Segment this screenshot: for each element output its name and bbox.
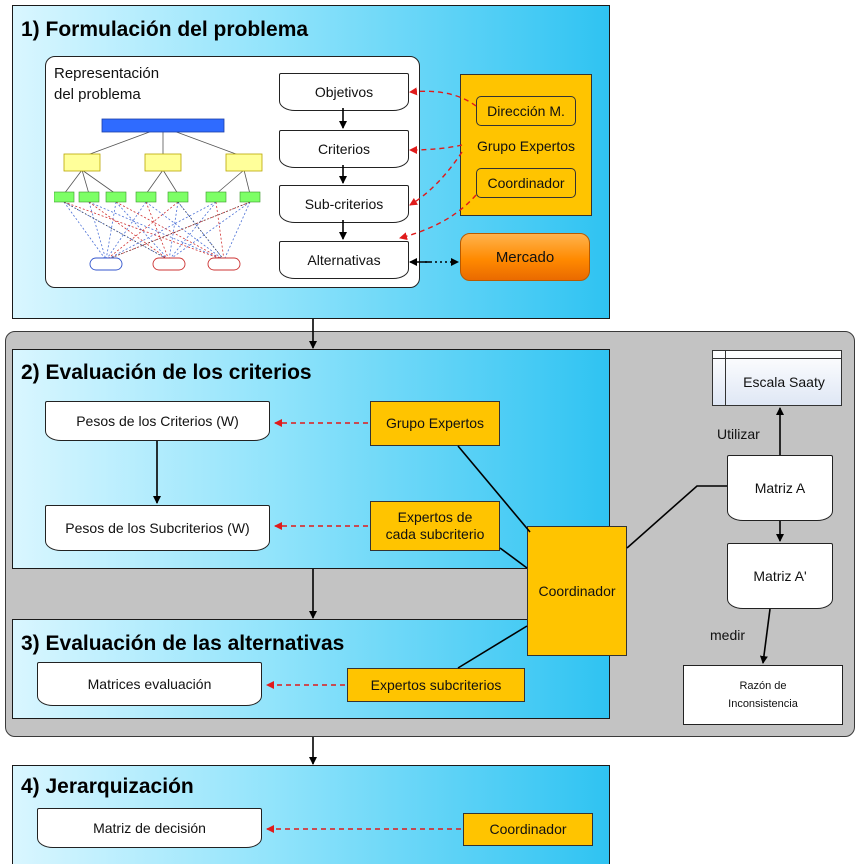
coordinator-actor-s4: Coordinador <box>463 813 593 846</box>
market-box: Mercado <box>460 233 590 281</box>
matrix-a-box: Matriz A <box>727 455 833 521</box>
measure-label: medir <box>710 627 746 643</box>
evaluation-matrices-box: Matrices evaluación <box>37 662 262 706</box>
subcriterion-experts-line1: Expertos de <box>397 509 473 526</box>
subcriteria-weights-box: Pesos de los Subcriterios (W) <box>45 505 270 551</box>
ratio-line2: Inconsistencia <box>728 698 798 710</box>
section-1-title: 1) Formulación del problema <box>21 18 309 41</box>
decision-matrix-box: Matriz de decisión <box>37 808 262 848</box>
section-2-title: 2) Evaluación de los criterios <box>21 361 312 384</box>
representation-label: Representación del problema <box>54 63 159 105</box>
representation-label-line2: del problema <box>54 86 141 103</box>
subcriterion-experts-line2: cada subcriterio <box>385 526 485 542</box>
matrix-a-prime-box: Matriz A' <box>727 543 833 609</box>
thumbnail-criterion-1 <box>63 153 101 172</box>
criteria-box: Criterios <box>279 130 409 168</box>
representation-label-line1: Representación <box>54 65 160 82</box>
expert-group-actor-s2: Grupo Expertos <box>370 401 500 446</box>
saaty-header-bar <box>713 351 841 359</box>
alternatives-box: Alternativas <box>279 241 409 279</box>
thumbnail-subcriterion-2 <box>78 191 100 203</box>
thumbnail-alternative-1 <box>89 257 123 271</box>
coordinator-actor-s1: Coordinador <box>476 168 576 198</box>
criteria-weights-box: Pesos de los Criterios (W) <box>45 401 270 441</box>
thumbnail-criterion-3 <box>225 153 263 172</box>
saaty-scale-box: Escala Saaty <box>712 350 842 406</box>
objectives-box: Objetivos <box>279 73 409 111</box>
hierarchy-thumbnail <box>54 118 263 271</box>
thumbnail-subcriterion-3 <box>105 191 127 203</box>
thumbnail-criterion-2 <box>144 153 182 172</box>
thumbnail-alternative-3 <box>207 257 241 271</box>
inconsistency-ratio-box: Razón de Inconsistencia <box>683 665 843 725</box>
saaty-scale-label: Escala Saaty <box>743 374 825 390</box>
thumbnail-subcriterion-5 <box>167 191 189 203</box>
ratio-line1: Razón de <box>739 680 787 692</box>
saaty-column-divider <box>725 351 726 405</box>
management-actor: Dirección M. <box>476 96 576 126</box>
section-3-title: 3) Evaluación de las alternativas <box>21 632 345 655</box>
thumbnail-subcriterion-7 <box>239 191 261 203</box>
subcriteria-box: Sub-criterios <box>279 185 409 223</box>
use-label: Utilizar <box>717 426 760 442</box>
thumbnail-alternative-2 <box>152 257 186 271</box>
problem-representation-box: Representación del problema Objetivos Cr… <box>45 56 420 288</box>
thumbnail-goal <box>101 118 225 133</box>
subcriterion-experts-actor: Expertos de cada subcriterio <box>370 501 500 551</box>
subcriteria-experts-actor-s3: Expertos subcriterios <box>347 668 525 702</box>
coordinator-actor: Coordinador <box>527 526 627 656</box>
thumbnail-subcriterion-6 <box>205 191 227 203</box>
section-4-title: 4) Jerarquización <box>21 775 194 798</box>
thumbnail-subcriterion-1 <box>54 191 75 203</box>
thumbnail-subcriterion-4 <box>135 191 157 203</box>
expert-group-actor: Grupo Expertos <box>476 138 576 154</box>
